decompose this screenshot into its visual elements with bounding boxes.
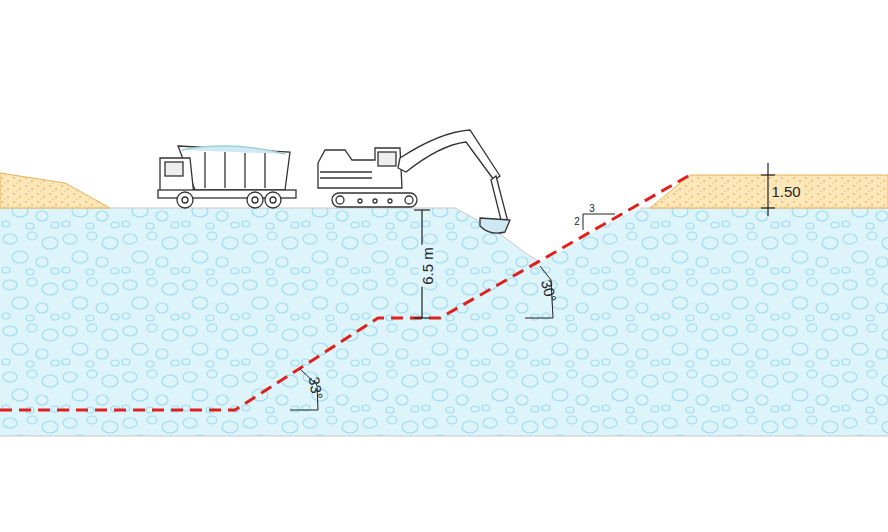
thickness-dimension: 1.50 (769, 183, 802, 200)
slope-ratio: 3 (589, 204, 595, 214)
slope-angle: 33° (307, 376, 326, 401)
slope-ratio: 2 (574, 217, 580, 227)
depth-dimension: 6.5 m (419, 245, 436, 287)
